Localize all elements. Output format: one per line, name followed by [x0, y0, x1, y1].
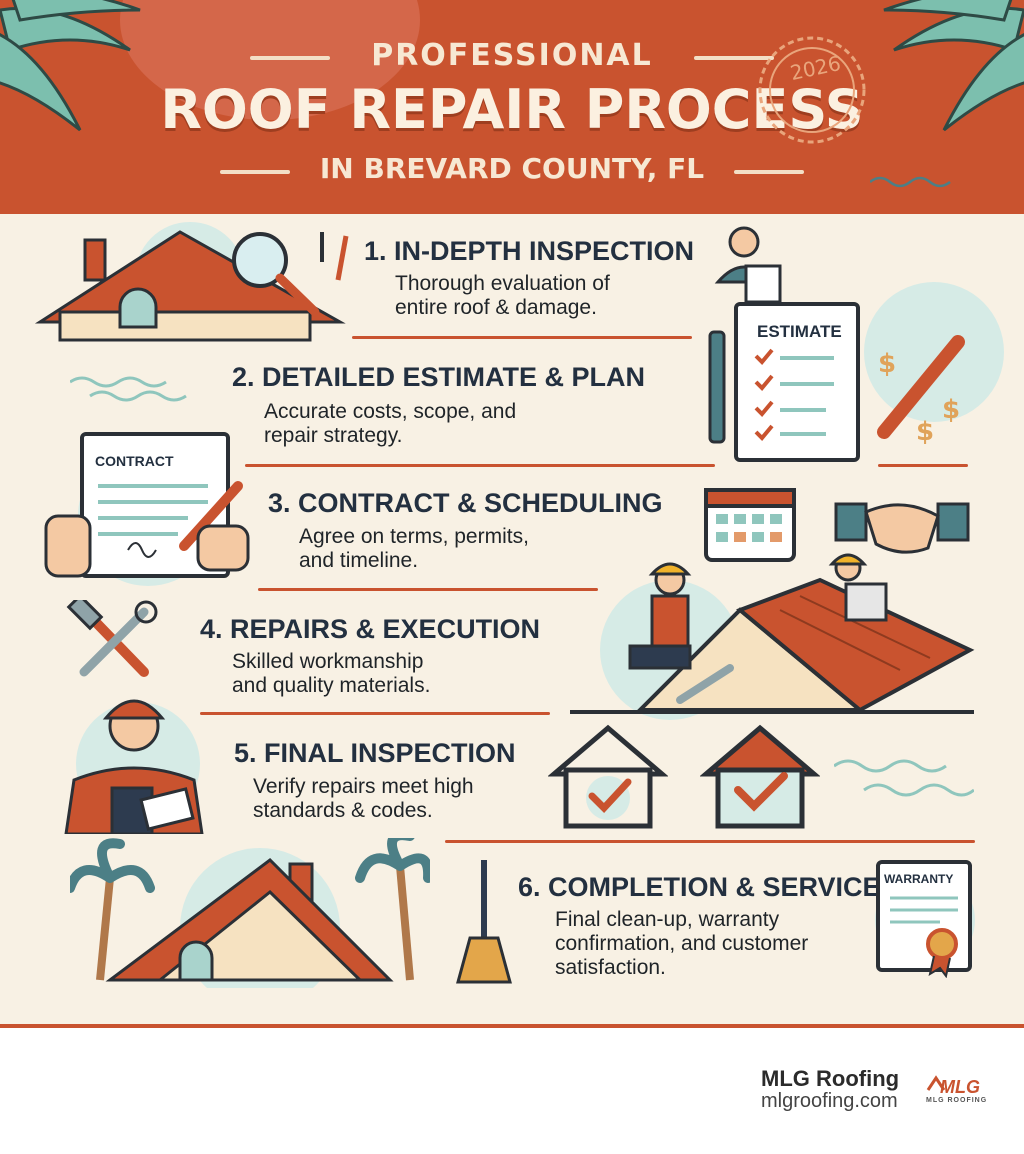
step-4-title: 4. REPAIRS & EXECUTION	[200, 614, 541, 644]
header-sub-line-left	[220, 170, 290, 174]
step-6-desc-line-2: confirmation, and customer	[555, 932, 809, 955]
step-5-desc-line-1: Verify repairs meet high	[253, 775, 474, 798]
step-2-desc-line-1: Accurate costs, scope, and	[264, 400, 517, 423]
step-1-title: 1. IN-DEPTH INSPECTION	[364, 236, 695, 266]
step-3-desc-line-2: and timeline.	[299, 549, 419, 572]
step-5-desc-line-2: standards & codes.	[253, 799, 433, 822]
person-estimate-icon: $ $ $	[708, 226, 1004, 462]
header-banner: PROFESSIONAL ROOF REPAIR PROCESS IN BREV…	[0, 0, 1024, 214]
step-3-desc-line-1: Agree on terms, permits,	[299, 525, 529, 548]
step-1-desc-line-1: Thorough evaluation of	[395, 272, 610, 295]
logo-wordmark: MLG	[940, 1077, 980, 1097]
palm-leaves-right-icon	[883, 0, 1024, 132]
step-6-title: 6. COMPLETION & SERVICE	[518, 872, 881, 902]
inspector-icon	[64, 699, 204, 834]
house-check-icon-alt	[700, 724, 820, 829]
calendar-icon	[704, 488, 796, 562]
header-subtitle: IN BREVARD COUNTY, FL	[319, 152, 705, 185]
house-palms-icon	[70, 838, 430, 988]
year-seal-icon	[758, 36, 866, 144]
svg-text:$: $	[916, 417, 934, 447]
step-4-divider	[200, 712, 550, 715]
footer-url[interactable]: mlgroofing.com	[761, 1090, 898, 1112]
broom-icon	[456, 860, 512, 984]
hammer-wrench-icon	[66, 600, 158, 677]
svg-text:$: $	[878, 349, 896, 379]
header-line-left	[250, 56, 330, 60]
step-4-desc-line-1: Skilled workmanship	[232, 650, 424, 673]
estimate-label: ESTIMATE	[757, 322, 842, 341]
panel-bottom-rule	[0, 1024, 1024, 1028]
contract-label: CONTRACT	[95, 453, 174, 469]
mlg-roof-logo-icon	[926, 1075, 946, 1091]
warranty-certificate-icon	[875, 860, 975, 978]
contract-signing-icon	[44, 432, 250, 586]
house-check-icon	[548, 724, 668, 829]
header-sub-line-right	[734, 170, 804, 174]
logo-subtext: MLG ROOFING	[926, 1097, 988, 1104]
header-line-right	[694, 56, 774, 60]
waves-right-icon	[834, 759, 974, 797]
step-1-divider	[352, 336, 692, 339]
step-4-desc-line-2: and quality materials.	[232, 674, 431, 697]
step-1-desc-line-2: entire roof & damage.	[395, 296, 597, 319]
step-2-title: 2. DETAILED ESTIMATE & PLAN	[232, 362, 646, 392]
step-3-divider	[258, 588, 598, 591]
header-kicker: PROFESSIONAL	[371, 38, 653, 73]
roofers-working-icon	[570, 553, 975, 720]
step-3-title: 3. CONTRACT & SCHEDULING	[268, 488, 663, 518]
step-6-desc-line-3: satisfaction.	[555, 956, 666, 979]
waves-left-icon	[70, 376, 187, 402]
footer-brand: MLG Roofing	[761, 1066, 900, 1091]
handshake-icon	[834, 502, 970, 554]
step-2-divider	[245, 464, 715, 467]
step-2-divider-right	[878, 464, 968, 467]
step-5-divider	[445, 840, 975, 843]
palm-leaves-left-icon	[0, 0, 141, 132]
waves-icon	[870, 176, 951, 188]
warranty-label: WARRANTY	[884, 872, 954, 886]
house-inspection-icon	[34, 222, 349, 342]
header-title: ROOF REPAIR PROCESS	[160, 78, 864, 141]
step-6-desc-line-1: Final clean-up, warranty	[555, 908, 780, 931]
step-2-desc-line-2: repair strategy.	[264, 424, 403, 447]
svg-text:$: $	[942, 395, 960, 425]
step-5-title: 5. FINAL INSPECTION	[234, 738, 516, 768]
